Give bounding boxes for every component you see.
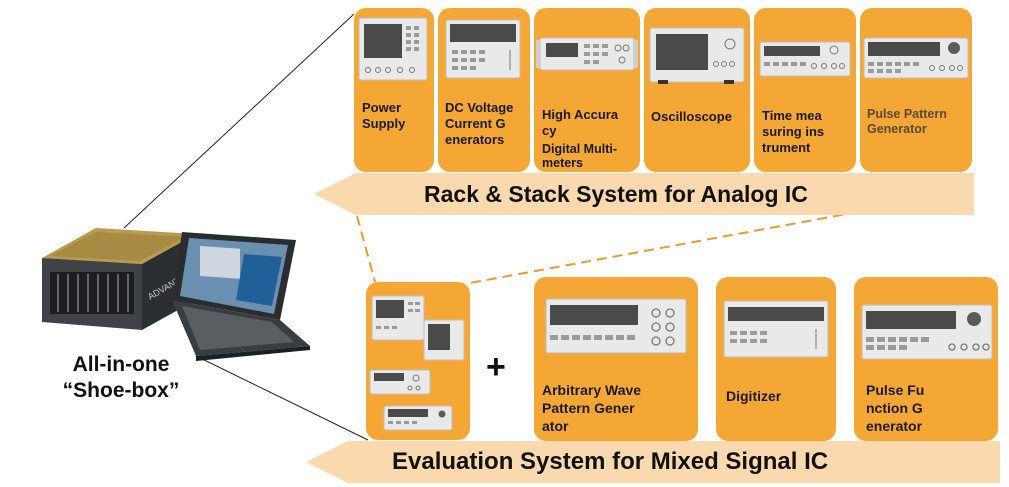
power-supply-icon (358, 17, 428, 81)
dc-voltage-current-generator-icon (445, 19, 521, 79)
instrument-label: Time mea suring ins trument (762, 108, 825, 155)
pulse-pattern-generator-icon (863, 37, 969, 79)
connector-line-top (123, 13, 355, 229)
instrument-card-power-supply: Power Supply (354, 8, 434, 172)
digital-multimeter-icon (536, 37, 638, 71)
instrument-card-pulse-pattern-generator: Pulse Pattern Generator (860, 8, 972, 172)
shoebox-tester-icon: ADVANTEST (42, 228, 198, 330)
instrument-label: Digitizer (726, 388, 782, 404)
instrument-stack-icon (369, 295, 465, 431)
digitizer-icon (723, 300, 829, 358)
instrument-label: Pulse Fu nction G enerator (866, 382, 925, 434)
caption-line-2: “Shoe-box” (62, 379, 180, 402)
instrument-card-oscilloscope: Oscilloscope (644, 8, 750, 172)
plus-sign: + (486, 348, 506, 386)
instrument-card-time-measuring-instrument: Time mea suring ins trument (754, 8, 856, 172)
caption-line-1: All-in-one (72, 353, 170, 376)
rack-stack-banner-label: Rack & Stack System for Analog IC (424, 181, 808, 207)
connector-line-bottom (195, 355, 369, 441)
instrument-label: DC Voltage Current G enerators (445, 100, 514, 147)
time-measuring-instrument-icon (759, 41, 851, 77)
pulse-function-generator-icon (861, 304, 993, 360)
laptop-icon (172, 232, 310, 361)
instrument-label: Power Supply (362, 100, 406, 131)
instrument-card-arbitrary-wave-generator: Arbitrary Wave Pattern Gener ator (534, 277, 698, 441)
evaluation-banner (306, 441, 1000, 483)
instrument-card-instrument-stack (366, 282, 470, 440)
dashed-connector-left (356, 215, 376, 283)
instrument-card-digitizer: Digitizer (716, 277, 836, 441)
instrument-label: Pulse Pattern Generator (867, 107, 947, 136)
dashed-connector-right (469, 205, 891, 284)
instrument-label: High Accura cy Digital Multi- meters (542, 107, 619, 170)
instrument-label: Arbitrary Wave Pattern Gener ator (542, 382, 642, 434)
shoebox-caption: All-in-one “Shoe-box” (26, 352, 216, 404)
instrument-card-dc-voltage-current-generators: DC Voltage Current G enerators (438, 8, 530, 172)
instrument-card-pulse-function-generator: Pulse Fu nction G enerator (854, 277, 998, 441)
arbitrary-wave-generator-icon (545, 298, 687, 354)
evaluation-banner-label: Evaluation System for Mixed Signal IC (392, 448, 829, 475)
instrument-card-digital-multimeters: High Accura cy Digital Multi- meters (534, 8, 640, 172)
instrument-label: Oscilloscope (651, 109, 732, 124)
rack-stack-banner (314, 173, 974, 215)
oscilloscope-icon (649, 27, 745, 84)
